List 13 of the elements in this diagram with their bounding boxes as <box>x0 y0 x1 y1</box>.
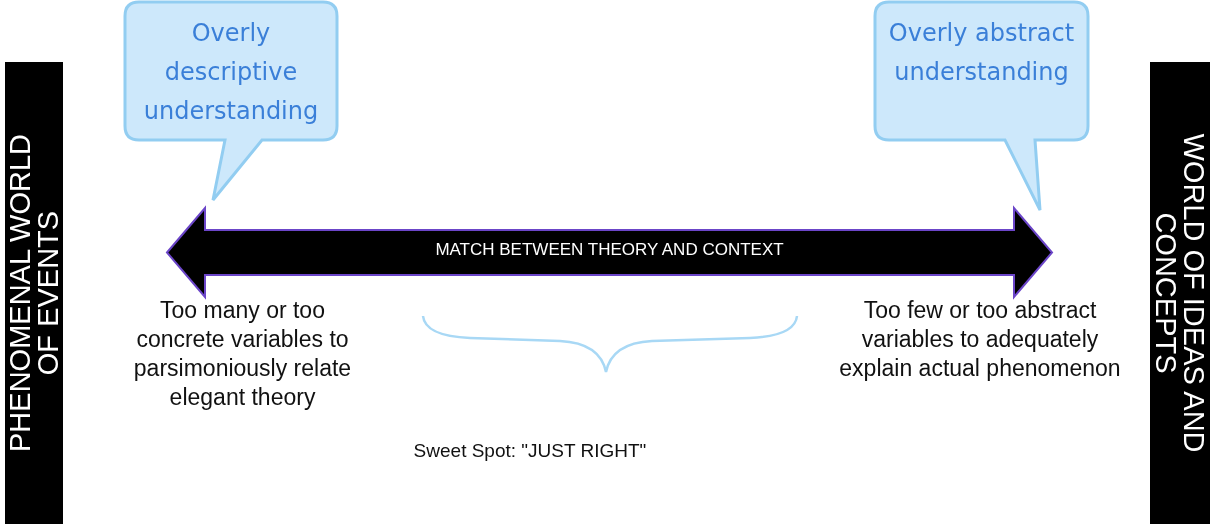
arrow-label: MATCH BETWEEN THEORY AND CONTEXT <box>434 240 785 260</box>
callout-text: Overly abstract understanding <box>887 18 1076 88</box>
side-bar <box>1150 62 1210 524</box>
double-arrow <box>167 208 1052 297</box>
side-bar <box>5 62 63 524</box>
bar-text: PHENOMENAL WORLD OF EVENTS <box>6 133 62 454</box>
bar-text: WORLD OF IDEAS AND CONCEPTS <box>1152 132 1208 455</box>
callout-text: Overly descriptive understanding <box>142 18 320 127</box>
speech-bubble <box>875 2 1088 210</box>
note-text: Too few or too abstract variables to adequately explain actual phenomenon <box>838 296 1122 383</box>
note-text: Sweet Spot: "JUST RIGHT" <box>412 439 648 463</box>
note-text: Too many or too concrete variables to parsimoniously relate elegant theory <box>132 296 353 412</box>
speech-bubble <box>125 2 337 200</box>
